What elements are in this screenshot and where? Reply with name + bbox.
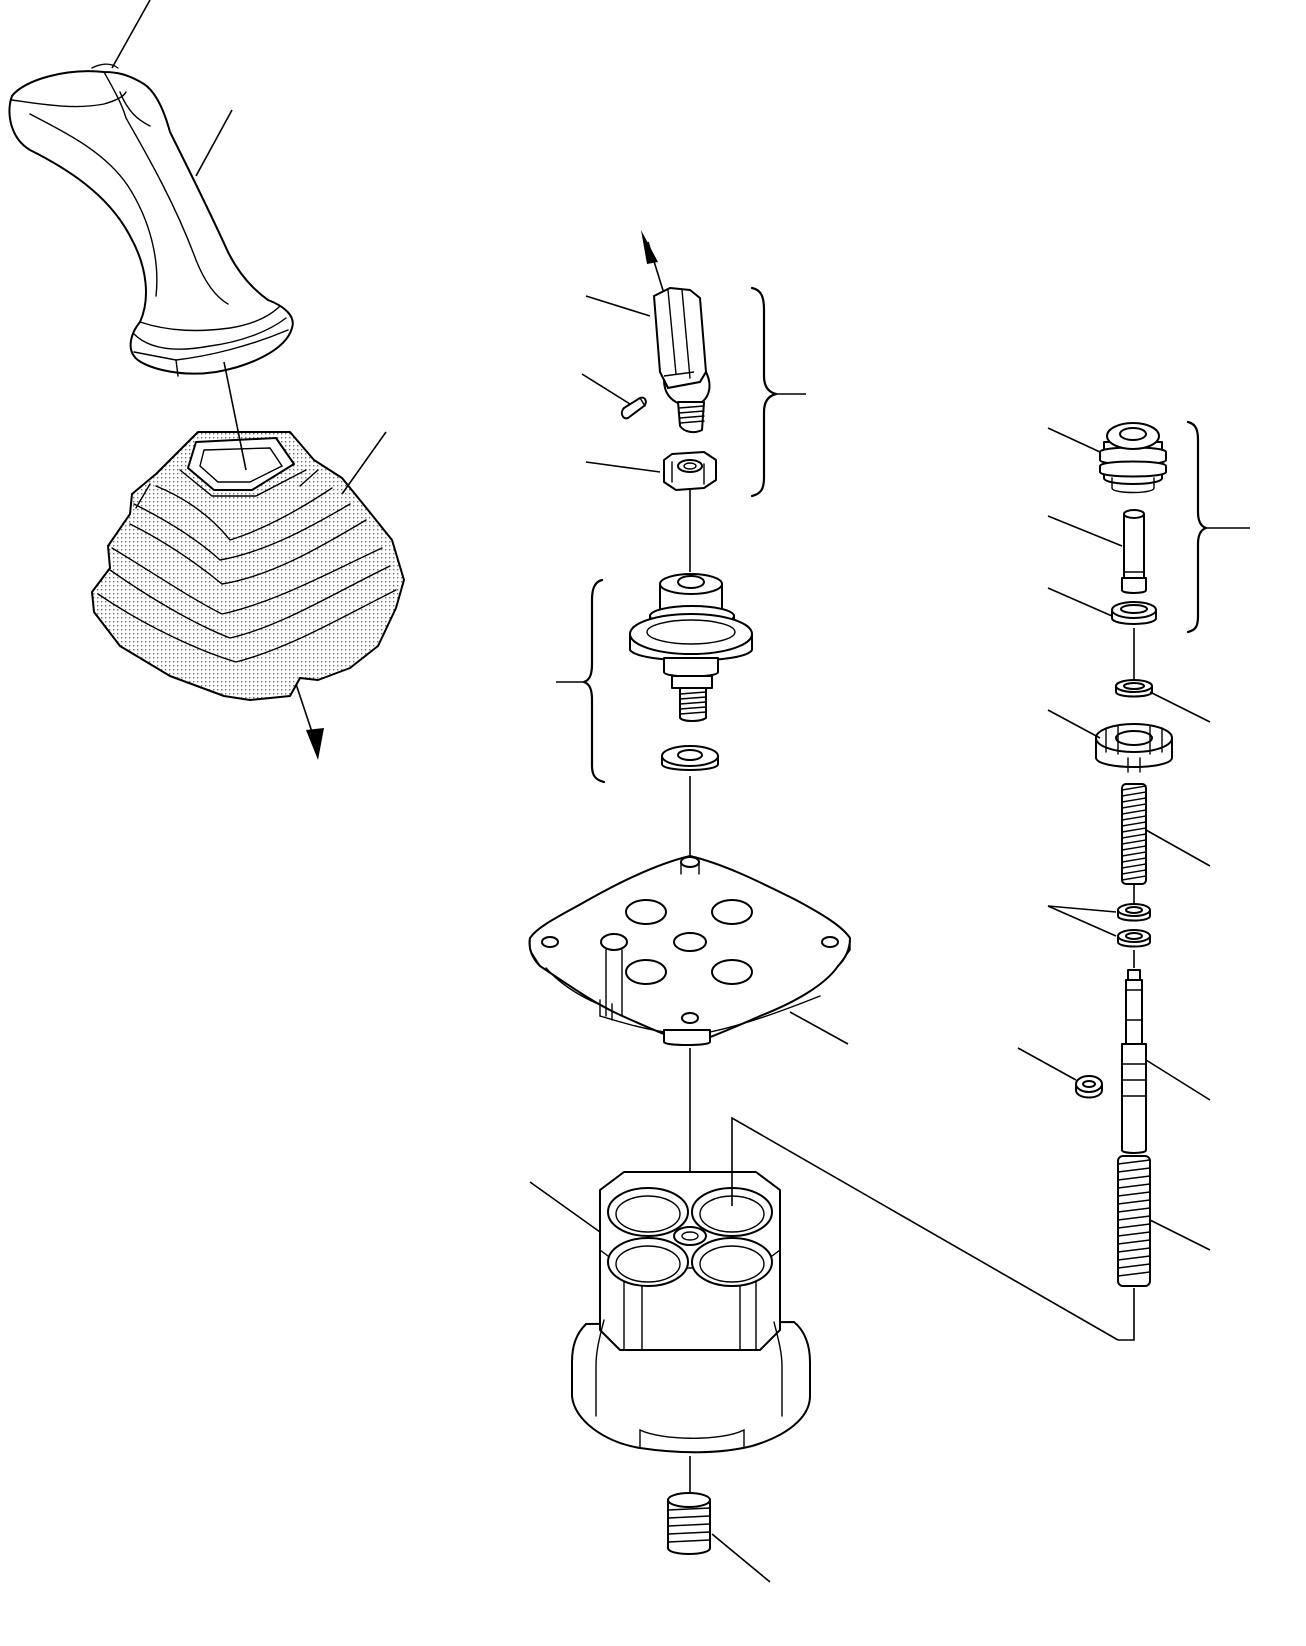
spring-2: [1117, 1155, 1151, 1287]
spring-1: [1121, 783, 1147, 885]
plug-assembly: [1099, 422, 1167, 494]
pin: [620, 396, 647, 420]
valve-body: [571, 1171, 811, 1454]
collar: [1115, 679, 1153, 698]
retainer: [1095, 723, 1173, 773]
lever-grip: [8, 63, 294, 377]
shims: [1117, 903, 1151, 948]
plug: [667, 1456, 711, 1555]
dust-boot: [91, 431, 405, 701]
piston: [1121, 509, 1147, 594]
lever: [653, 287, 711, 434]
ring: [1075, 1075, 1103, 1099]
washer: [661, 745, 719, 771]
universal-joint: [629, 573, 753, 722]
seal: [1111, 601, 1157, 625]
spool: [1121, 969, 1147, 1154]
plate: [528, 855, 851, 1046]
nut: [663, 451, 717, 491]
